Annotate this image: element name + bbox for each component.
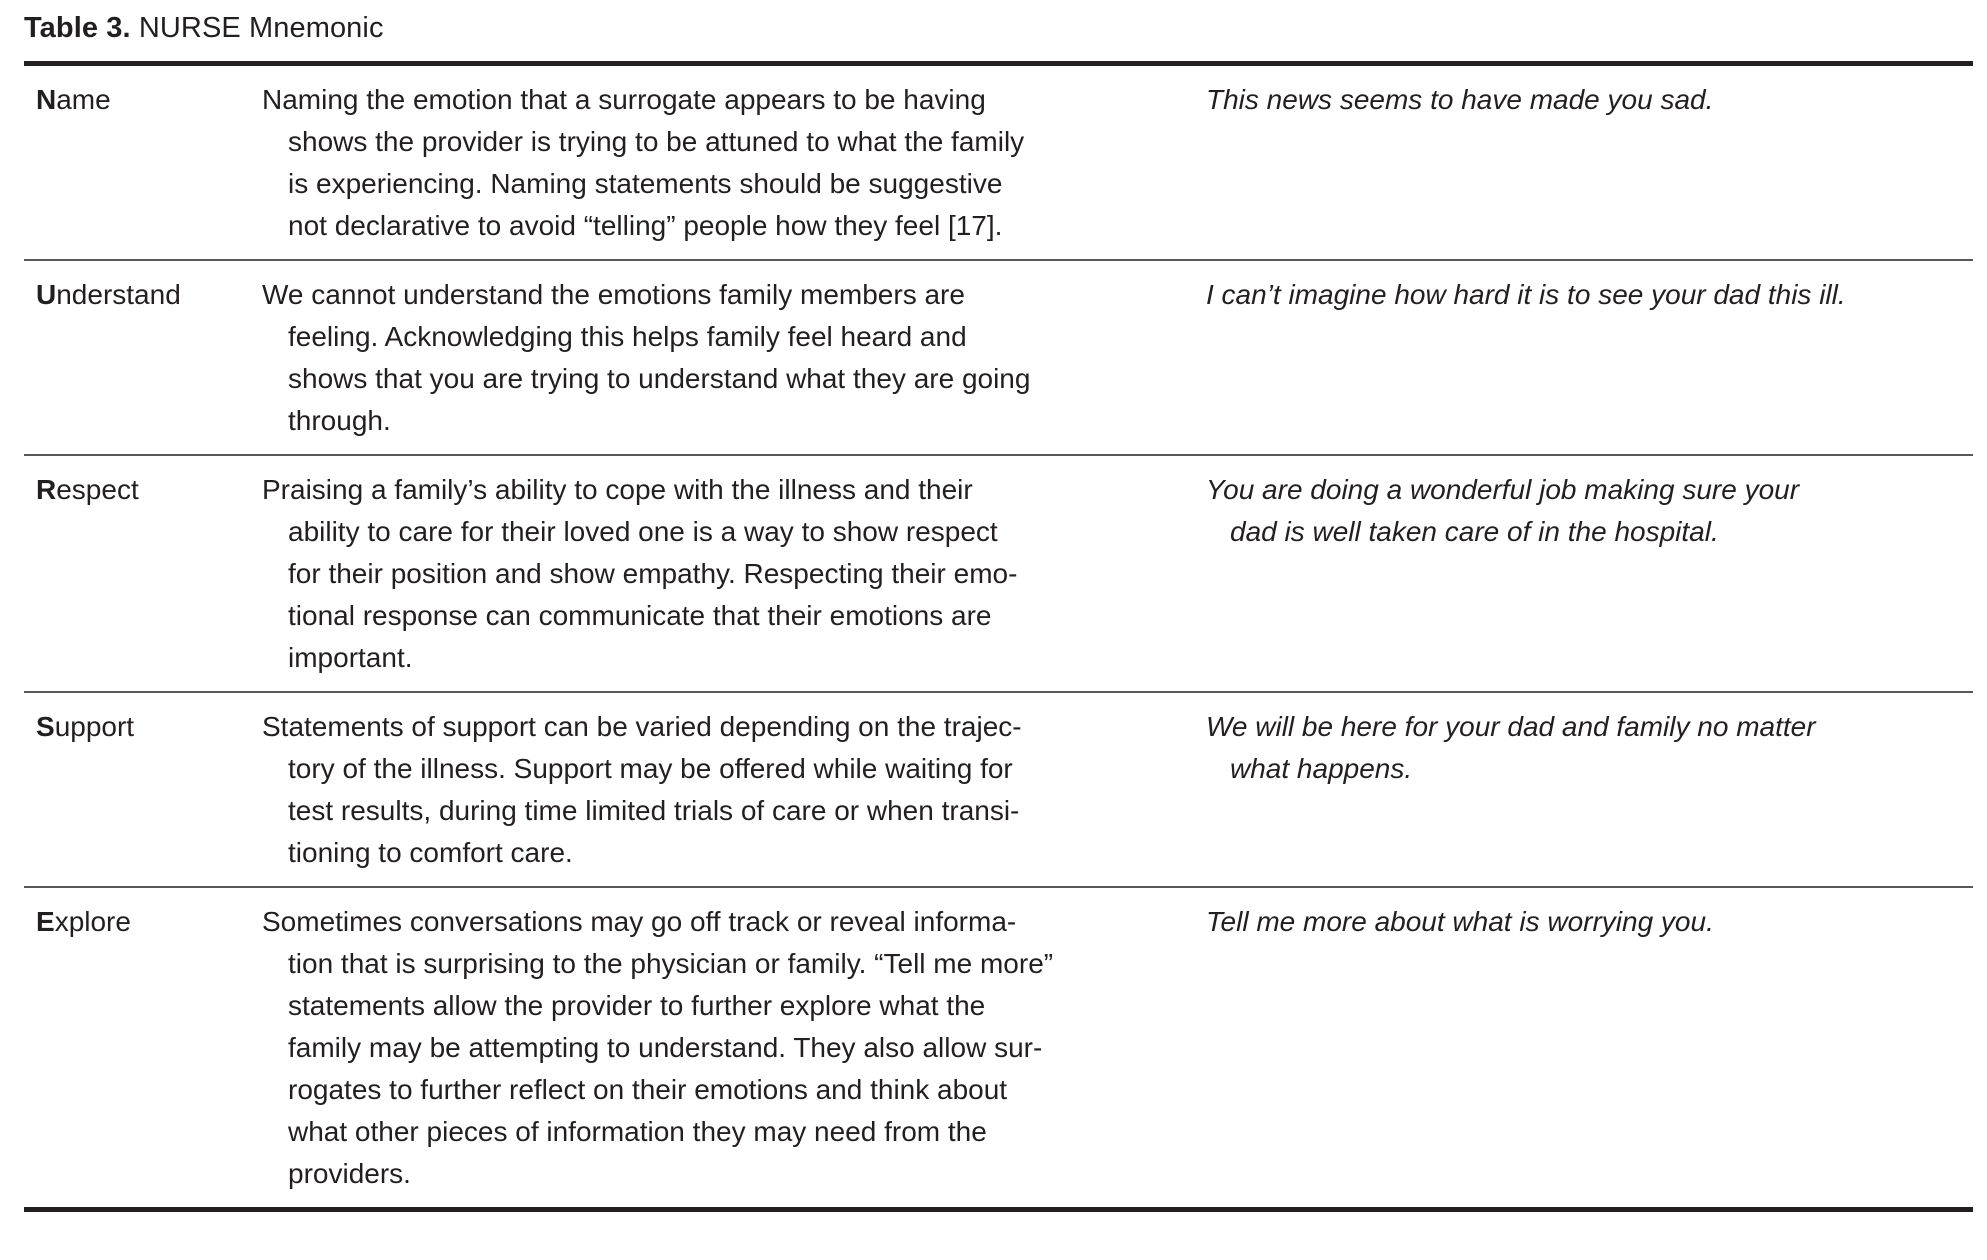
description-line: Praising a family’s ability to cope with… (262, 474, 973, 505)
description-text: Sometimes conversations may go off track… (236, 901, 1156, 1195)
row-label-explore: Explore (14, 901, 236, 943)
row-example-name: This news seems to have made you sad. (1186, 79, 1973, 121)
row-description-respect: Praising a family’s ability to cope with… (236, 469, 1186, 679)
table-caption-label: Table 3. (24, 12, 131, 44)
description-line: is experiencing. Naming statements shoul… (288, 168, 1003, 199)
row-description-name: Naming the emotion that a surrogate appe… (236, 79, 1186, 247)
description-line: shows that you are trying to understand … (288, 363, 1031, 394)
table-row: Understand We cannot understand the emoti… (14, 261, 1973, 454)
example-line: Tell me more about what is worrying you. (1206, 906, 1714, 937)
description-text: Naming the emotion that a surrogate appe… (236, 79, 1156, 247)
row-label-name: Name (14, 79, 236, 121)
row-label-rest: upport (54, 711, 135, 742)
example-line: We will be here for your dad and family … (1206, 711, 1816, 742)
row-label-understand: Understand (14, 274, 236, 316)
table-row: Name Naming the emotion that a surrogate … (14, 66, 1973, 259)
example-line: This news seems to have made you sad. (1206, 84, 1714, 115)
description-line: for their position and show empathy. Res… (288, 558, 1018, 589)
description-line: tion that is surprising to the physician… (288, 948, 1054, 979)
row-description-explore: Sometimes conversations may go off track… (236, 901, 1186, 1195)
description-line: rogates to further reflect on their emot… (288, 1074, 1008, 1105)
row-separator (24, 691, 1973, 693)
description-text: Statements of support can be varied depe… (236, 706, 1156, 874)
example-line: what happens. (1230, 753, 1413, 784)
description-line: Statements of support can be varied depe… (262, 711, 1022, 742)
description-line: shows the provider is trying to be attun… (288, 126, 1025, 157)
example-line: You are doing a wonderful job making sur… (1206, 474, 1800, 505)
description-line: We cannot understand the emotions family… (262, 279, 965, 310)
row-separator (24, 886, 1973, 888)
description-text: We cannot understand the emotions family… (236, 274, 1156, 442)
description-line: not declarative to avoid “telling” peopl… (288, 210, 1003, 241)
row-label-rest: ame (56, 84, 111, 115)
row-label-support: Support (14, 706, 236, 748)
row-label-rest: nderstand (56, 279, 181, 310)
description-line: tional response can communicate that the… (288, 600, 992, 631)
row-example-understand: I can’t imagine how hard it is to see yo… (1186, 274, 1973, 316)
description-line: test results, during time limited trials… (288, 795, 1020, 826)
row-label-initial: R (36, 474, 57, 505)
example-line: dad is well taken care of in the hospita… (1230, 516, 1719, 547)
description-text: Praising a family’s ability to cope with… (236, 469, 1156, 679)
row-label-initial: N (36, 84, 57, 115)
row-label-initial: U (36, 279, 57, 310)
row-description-support: Statements of support can be varied depe… (236, 706, 1186, 874)
example-text: You are doing a wonderful job making sur… (1206, 469, 1967, 553)
description-line: family may be attempting to understand. … (288, 1032, 1043, 1063)
row-label-initial: E (36, 906, 55, 937)
description-line: through. (288, 405, 391, 436)
row-label-respect: Respect (14, 469, 236, 511)
description-line: statements allow the provider to further… (288, 990, 986, 1021)
description-line: feeling. Acknowledging this helps family… (288, 321, 967, 352)
row-separator (24, 454, 1973, 456)
row-example-explore: Tell me more about what is worrying you. (1186, 901, 1973, 943)
example-text: Tell me more about what is worrying you. (1206, 901, 1967, 943)
row-label-rest: xplore (54, 906, 131, 937)
row-separator (24, 259, 1973, 261)
table-top-rule (24, 61, 1973, 66)
example-line: I can’t imagine how hard it is to see yo… (1206, 279, 1846, 310)
table-body: Name Naming the emotion that a surrogate … (14, 66, 1973, 1207)
table-row: Explore Sometimes conversations may go of… (14, 888, 1973, 1207)
row-label-rest: espect (56, 474, 139, 505)
example-text: We will be here for your dad and family … (1206, 706, 1967, 790)
description-line: tory of the illness. Support may be offe… (288, 753, 1013, 784)
row-example-respect: You are doing a wonderful job making sur… (1186, 469, 1973, 553)
row-example-support: We will be here for your dad and family … (1186, 706, 1973, 790)
table-caption-title: NURSE Mnemonic (138, 12, 384, 44)
description-line: tioning to comfort care. (288, 837, 573, 868)
example-text: I can’t imagine how hard it is to see yo… (1206, 274, 1967, 316)
table-caption: Table 3. NURSE Mnemonic (14, 0, 1973, 61)
table-bottom-rule (24, 1207, 1973, 1212)
table-row: Support Statements of support can be vari… (14, 693, 1973, 886)
description-line: what other pieces of information they ma… (288, 1116, 987, 1147)
row-label-initial: S (36, 711, 55, 742)
description-line: Sometimes conversations may go off track… (262, 906, 1017, 937)
row-description-understand: We cannot understand the emotions family… (236, 274, 1186, 442)
table-row: Respect Praising a family’s ability to co… (14, 456, 1973, 691)
description-line: ability to care for their loved one is a… (288, 516, 998, 547)
description-line: Naming the emotion that a surrogate appe… (262, 84, 986, 115)
description-line: important. (288, 642, 413, 673)
example-text: This news seems to have made you sad. (1206, 79, 1967, 121)
description-line: providers. (288, 1158, 411, 1189)
